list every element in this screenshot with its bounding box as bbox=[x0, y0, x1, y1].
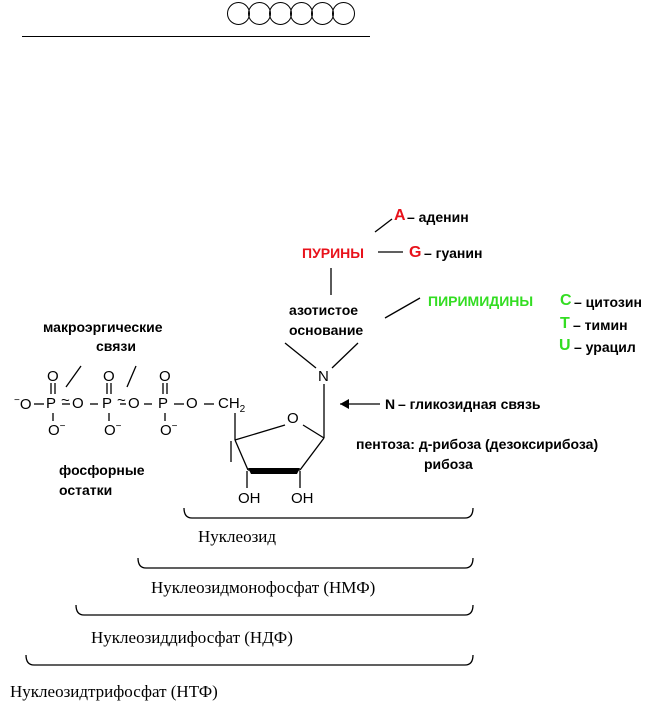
nmp-label: Нуклеозидмонофосфат (НМФ) bbox=[151, 578, 376, 597]
thymine-label: – тимин bbox=[573, 317, 628, 333]
bridge-oxygen-3: O bbox=[186, 395, 198, 412]
pentose-line2: рибоза bbox=[424, 456, 473, 472]
terminal-oxygen: −O bbox=[14, 395, 32, 413]
charged-oxygen-2: O− bbox=[104, 421, 122, 439]
glycosidic-n: N bbox=[385, 396, 396, 412]
hydroxyl-3: OH bbox=[291, 490, 314, 507]
guanine-letter: G bbox=[409, 244, 422, 261]
nitrogen-base-line1: азотистое bbox=[289, 302, 359, 318]
bridge-oxygen-1: O bbox=[72, 395, 84, 412]
phosphate-line2: остатки bbox=[59, 482, 113, 498]
high-energy-bond-1: ~ bbox=[61, 392, 70, 409]
base-nitrogen: N bbox=[318, 368, 329, 385]
phosphorus-1: P bbox=[46, 395, 57, 412]
purines-label: ПУРИНЫ bbox=[302, 245, 364, 261]
phosphate-line1: фосфорные bbox=[59, 462, 145, 478]
charged-oxygen-3: O− bbox=[160, 421, 178, 439]
uracil-letter: U bbox=[559, 337, 571, 354]
nucleoside-label: Нуклеозид bbox=[198, 527, 277, 546]
double-bond-oxygen-3: O bbox=[159, 368, 171, 385]
bridge-oxygen-2: O bbox=[128, 395, 140, 412]
ntp-label: Нуклеозидтрифосфат (НТФ) bbox=[10, 682, 218, 701]
double-bond-oxygen-1: O bbox=[47, 368, 59, 385]
cytosine-label: – цитозин bbox=[574, 294, 642, 310]
cytosine-letter: C bbox=[560, 292, 572, 309]
header-rule bbox=[22, 36, 370, 37]
ring-oxygen: O bbox=[287, 410, 299, 427]
ndp-label: Нуклеозиддифосфат (НДФ) bbox=[91, 628, 293, 647]
glycosidic-bond-label: – гликозидная связь bbox=[398, 396, 541, 412]
circle-row bbox=[227, 2, 355, 25]
thymine-letter: T bbox=[560, 315, 570, 332]
high-energy-bond-2: ~ bbox=[117, 392, 126, 409]
double-bond-oxygen-2: O bbox=[103, 368, 115, 385]
uracil-label: – урацил bbox=[574, 339, 636, 355]
adenine-letter: A bbox=[394, 207, 406, 224]
ch2-group: CH2 bbox=[218, 395, 246, 415]
pentose-line1: пентоза: д-рибоза (дезоксирибоза) bbox=[356, 436, 599, 452]
macroergic-line2: связи bbox=[96, 338, 136, 354]
pyrimidines-label: ПИРИМИДИНЫ bbox=[428, 293, 534, 309]
guanine-label: – гуанин bbox=[424, 245, 483, 261]
phosphorus-2: P bbox=[102, 395, 113, 412]
charged-oxygen-1: O− bbox=[48, 421, 66, 439]
macroergic-line1: макроэргические bbox=[43, 319, 163, 335]
nitrogen-base-line2: основание bbox=[289, 322, 364, 338]
phosphorus-3: P bbox=[158, 395, 169, 412]
circle-icon bbox=[332, 2, 355, 25]
adenine-label: – аденин bbox=[407, 209, 469, 225]
hydroxyl-2: OH bbox=[238, 490, 261, 507]
